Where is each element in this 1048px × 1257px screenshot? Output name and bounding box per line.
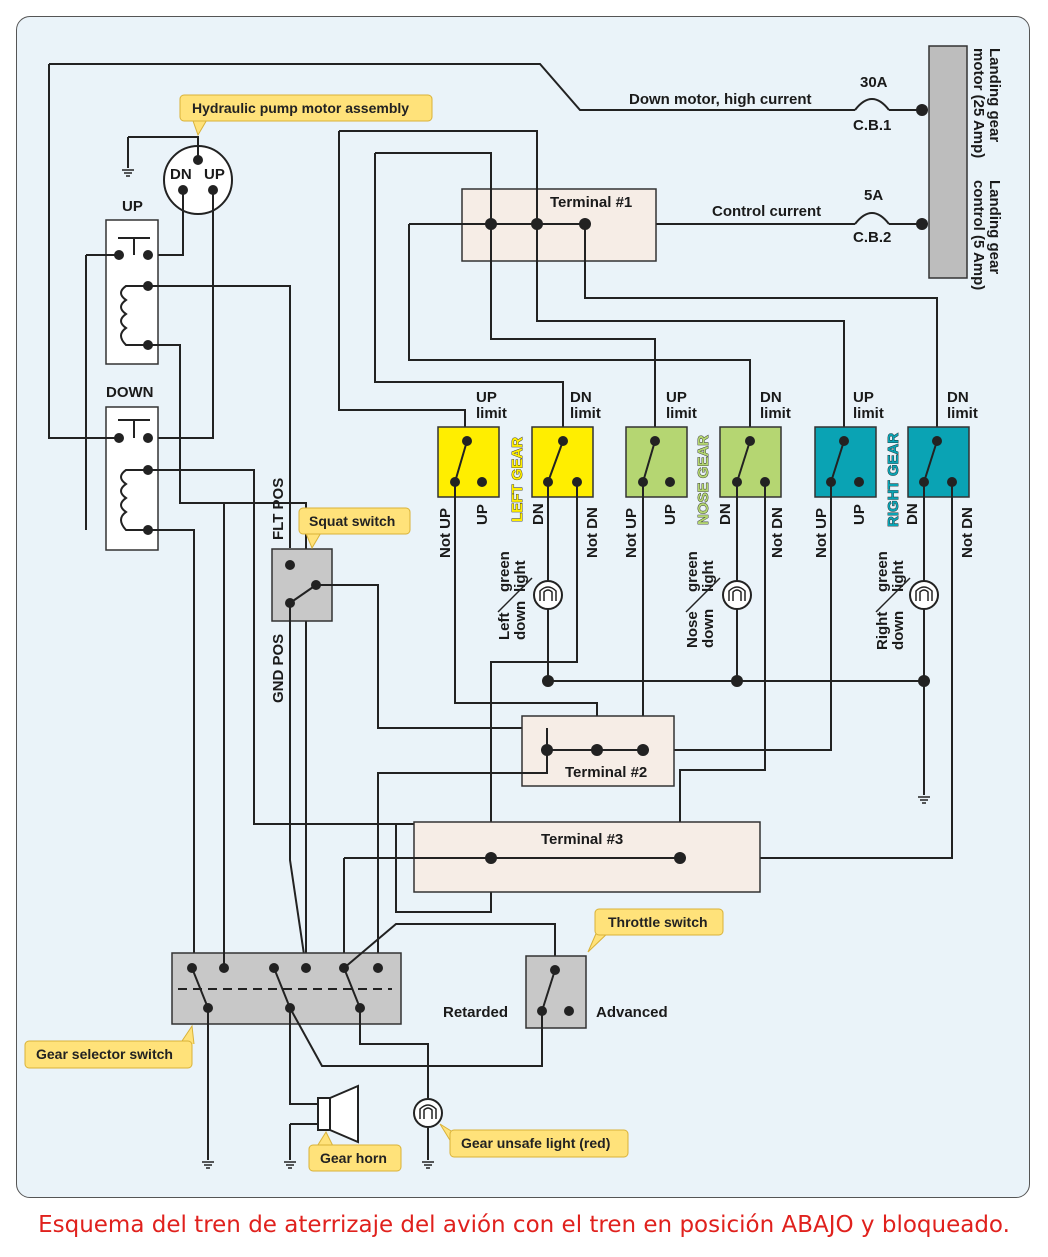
svg-text:DN: DN bbox=[904, 503, 921, 525]
gear-unsafe-light bbox=[413, 1098, 443, 1128]
svg-text:UP: UP bbox=[853, 389, 874, 406]
svg-text:Left: Left bbox=[496, 613, 513, 641]
svg-text:UP: UP bbox=[476, 389, 497, 406]
svg-text:limit: limit bbox=[853, 405, 884, 422]
svg-text:Not UP: Not UP bbox=[437, 508, 454, 558]
flt-pos-label: FLT POS bbox=[270, 478, 287, 540]
gnd-pos-label: GND POS bbox=[270, 634, 287, 703]
advanced-label: Advanced bbox=[596, 1004, 668, 1021]
relay-up-label: UP bbox=[122, 198, 143, 215]
right-green-down-light bbox=[909, 580, 939, 610]
callout-gear-unsafe: Gear unsafe light (red) bbox=[439, 1123, 629, 1158]
callout-gear-horn: Gear horn bbox=[308, 1130, 402, 1172]
svg-text:Not UP: Not UP bbox=[623, 508, 640, 558]
svg-text:Not DN: Not DN bbox=[584, 507, 601, 558]
circuit-breaker-1 bbox=[854, 98, 890, 111]
gear-horn bbox=[317, 1084, 359, 1144]
svg-text:limit: limit bbox=[666, 405, 697, 422]
cb2-rating: 5A bbox=[864, 187, 883, 204]
svg-text:green: green bbox=[684, 551, 701, 592]
left-gear-label: LEFT GEAR bbox=[509, 437, 526, 522]
svg-text:Right: Right bbox=[874, 612, 891, 650]
svg-text:limit: limit bbox=[476, 405, 507, 422]
svg-text:UP: UP bbox=[851, 504, 868, 525]
svg-text:Landing gear: Landing gear bbox=[986, 48, 1003, 142]
svg-text:DN: DN bbox=[717, 503, 734, 525]
power-bus bbox=[928, 45, 968, 279]
svg-text:UP: UP bbox=[662, 504, 679, 525]
callout-gear-selector: Gear selector switch bbox=[24, 1024, 195, 1069]
svg-text:Hydraulic pump motor assembly: Hydraulic pump motor assembly bbox=[192, 100, 409, 116]
svg-text:Gear unsafe light (red): Gear unsafe light (red) bbox=[461, 1135, 610, 1151]
svg-text:Gear selector switch: Gear selector switch bbox=[36, 1046, 173, 1062]
terminal-3-label: Terminal #3 bbox=[541, 831, 623, 848]
svg-text:Nose: Nose bbox=[684, 611, 701, 648]
svg-text:down: down bbox=[700, 609, 717, 648]
terminal-1-label: Terminal #1 bbox=[550, 194, 632, 211]
control-label: Landing gear control (5 Amp) bbox=[970, 180, 1003, 290]
callout-hydraulic-pump: Hydraulic pump motor assembly bbox=[179, 94, 433, 137]
terminal-2-label: Terminal #2 bbox=[565, 764, 647, 781]
contact-labels: Not UP UP DN Not DN Not UP UP DN Not DN … bbox=[437, 503, 976, 558]
right-gear-label: RIGHT GEAR bbox=[885, 433, 902, 527]
throttle-switch[interactable] bbox=[525, 955, 587, 1029]
up-relay bbox=[105, 219, 159, 365]
svg-text:DN: DN bbox=[760, 389, 782, 406]
left-up-limit-switch bbox=[437, 426, 500, 498]
svg-text:Squat switch: Squat switch bbox=[309, 513, 395, 529]
svg-text:UP: UP bbox=[666, 389, 687, 406]
nose-green-down-light bbox=[722, 580, 752, 610]
svg-text:UP: UP bbox=[474, 504, 491, 525]
relay-down-label: DOWN bbox=[106, 384, 154, 401]
svg-text:limit: limit bbox=[947, 405, 978, 422]
down-motor-label: Down motor, high current bbox=[629, 91, 812, 108]
cb2-name: C.B.2 bbox=[853, 229, 891, 246]
svg-text:Landing gear: Landing gear bbox=[986, 180, 1003, 274]
svg-text:DN: DN bbox=[570, 389, 592, 406]
control-current-label: Control current bbox=[712, 203, 821, 220]
svg-text:limit: limit bbox=[570, 405, 601, 422]
caption: Esquema del tren de aterrizaje del avión… bbox=[38, 1212, 1010, 1238]
svg-text:Gear horn: Gear horn bbox=[320, 1150, 387, 1166]
cb1-name: C.B.1 bbox=[853, 117, 891, 134]
nose-light-label: Nose green down light bbox=[684, 551, 721, 648]
svg-text:Throttle switch: Throttle switch bbox=[608, 914, 708, 930]
svg-text:DN: DN bbox=[947, 389, 969, 406]
svg-text:control (5 Amp): control (5 Amp) bbox=[970, 180, 987, 290]
svg-text:DN: DN bbox=[530, 503, 547, 525]
svg-text:Not UP: Not UP bbox=[813, 508, 830, 558]
motor-label: Landing gear motor (25 Amp) bbox=[970, 48, 1003, 158]
svg-text:green: green bbox=[874, 551, 891, 592]
svg-text:light: light bbox=[890, 560, 907, 592]
svg-text:motor (25 Amp): motor (25 Amp) bbox=[970, 48, 987, 158]
callout-throttle-switch: Throttle switch bbox=[587, 908, 724, 953]
circuit-breaker-2 bbox=[854, 212, 890, 225]
svg-text:light: light bbox=[700, 560, 717, 592]
svg-text:limit: limit bbox=[760, 405, 791, 422]
svg-text:green: green bbox=[496, 551, 513, 592]
retarded-label: Retarded bbox=[443, 1004, 508, 1021]
svg-text:light: light bbox=[512, 560, 529, 592]
left-green-down-light bbox=[533, 580, 563, 610]
callout-squat-switch: Squat switch bbox=[298, 507, 411, 550]
right-light-label: Right green down light bbox=[874, 551, 911, 650]
svg-text:Not DN: Not DN bbox=[959, 507, 976, 558]
svg-text:Not DN: Not DN bbox=[769, 507, 786, 558]
pump-dn-label: DN bbox=[170, 166, 192, 183]
landing-gear-schematic: Landing gear motor (25 Amp) Landing gear… bbox=[24, 45, 1003, 1172]
pump-up-label: UP bbox=[204, 166, 225, 183]
cb1-rating: 30A bbox=[860, 74, 888, 91]
nose-gear-label: NOSE GEAR bbox=[695, 435, 712, 525]
svg-text:down: down bbox=[512, 601, 529, 640]
svg-text:down: down bbox=[890, 611, 907, 650]
left-light-label: Left green down light bbox=[496, 551, 533, 641]
